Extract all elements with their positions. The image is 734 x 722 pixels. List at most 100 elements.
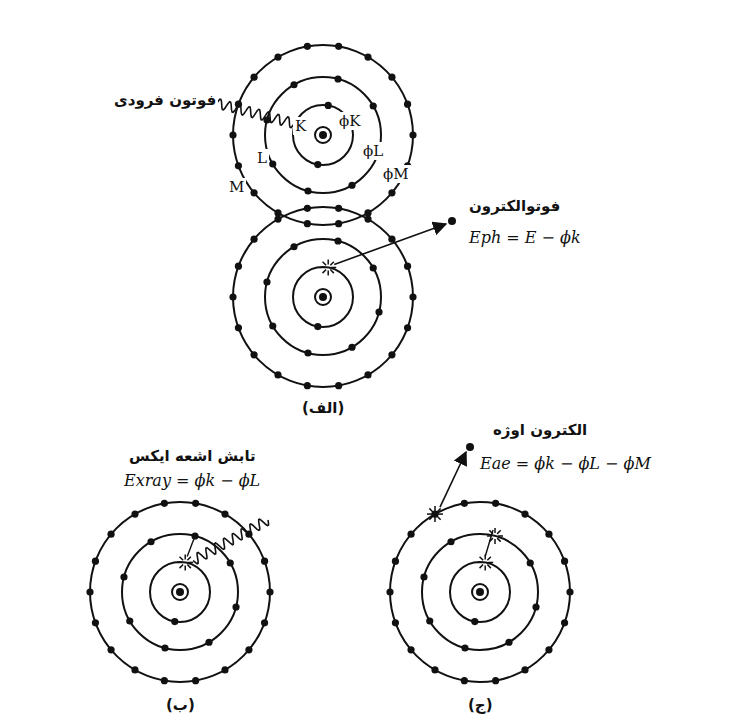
electron-shell (233, 207, 413, 387)
electron-dot (235, 162, 242, 169)
electron-dot (370, 264, 377, 271)
electron-dot (261, 619, 268, 626)
electron-dot (147, 538, 154, 545)
electron-dot (126, 617, 133, 624)
electron-dot (131, 510, 138, 517)
shell-letter: M (227, 178, 246, 196)
electron-dot (388, 189, 395, 196)
electron-dot (86, 588, 93, 595)
vacancy-burst (497, 538, 501, 542)
electron-shell (390, 502, 570, 682)
electron-dot (561, 619, 568, 626)
electron-dot (447, 538, 454, 545)
vacancy-burst (434, 517, 436, 522)
electron-dot (192, 500, 199, 507)
electron-dot (388, 351, 395, 358)
vacancy-burst (438, 513, 443, 515)
electron-dot (561, 558, 568, 565)
electron-dot (364, 371, 371, 378)
nucleus (172, 584, 188, 600)
panel-caption: (ب) (164, 696, 197, 714)
atom-group (86, 43, 573, 684)
electron-dot (386, 588, 393, 595)
vacancy-burst (434, 506, 436, 511)
vacancy-burst (497, 530, 501, 534)
electron-dot (290, 243, 297, 250)
electron-dot (250, 74, 257, 81)
electron-dot (431, 666, 438, 673)
vacancy-burst (184, 565, 186, 570)
transition-line (485, 530, 493, 556)
electron-dot (335, 220, 342, 227)
electron-dot (235, 263, 242, 270)
electron-dot (375, 308, 382, 315)
vacancy-burst (480, 565, 484, 569)
electron-dot (348, 182, 355, 189)
electron-dot (304, 382, 311, 389)
electron-dot (335, 205, 342, 212)
electron-dot (420, 573, 427, 580)
vacancy-burst (331, 267, 336, 269)
electron-dot (229, 293, 236, 300)
electron-dot (364, 215, 371, 222)
energy-equation: Eae = ϕk − ϕL − ϕM (478, 454, 653, 473)
electron-dot (426, 617, 433, 624)
electron-dot (290, 81, 297, 88)
electron-dot (232, 603, 239, 610)
electron-dot (266, 588, 273, 595)
vacancy-burst (188, 562, 193, 564)
vacancy-burst (330, 270, 334, 274)
vacancy-burst (487, 565, 491, 569)
panel-caption: (الف) (300, 399, 346, 417)
nucleus (315, 289, 331, 305)
electron-dot (334, 237, 341, 244)
vacancy-burst (177, 562, 182, 564)
photon-label: فوتون فرودی (112, 91, 218, 109)
electron-dot (107, 531, 114, 538)
shell-letter: L (255, 149, 269, 167)
electron-dot (250, 189, 257, 196)
electron-dot (545, 646, 552, 653)
electron-dot (521, 666, 528, 673)
electron-dot (370, 102, 377, 109)
nucleus-core (319, 293, 327, 301)
electron-dot (274, 215, 281, 222)
electron-dot (250, 351, 257, 358)
electron-dot (364, 53, 371, 60)
electron-shell (293, 267, 353, 327)
vacancy-burst (429, 516, 433, 520)
electron-dot (161, 500, 168, 507)
binding-energy: ϕK (337, 112, 362, 130)
electron-dot (461, 644, 468, 651)
electron-dot (335, 43, 342, 50)
vacancy-burst (180, 565, 184, 569)
electron-dot (334, 75, 341, 82)
transition-line (187, 536, 195, 556)
nucleus-core (476, 588, 484, 596)
electron-dot (245, 646, 252, 653)
electron-dot (407, 531, 414, 538)
nucleus (315, 127, 331, 143)
xray-label: تابش اشعه ایکس (127, 447, 258, 465)
electron-dot (404, 324, 411, 331)
vacancy-burst (320, 267, 325, 269)
vacancy-burst (484, 565, 486, 570)
electron-dot (532, 603, 539, 610)
electron-dot (92, 619, 99, 626)
electron-dot (314, 323, 321, 330)
vacancy-burst (488, 562, 493, 564)
auger-electron-dot (466, 443, 474, 451)
electron-dot (263, 278, 270, 285)
electron-dot (566, 588, 573, 595)
electron-dot (304, 349, 311, 356)
photoelectron-dot (448, 217, 456, 225)
electron-dot (304, 205, 311, 212)
nucleus-core (176, 588, 184, 596)
incoming-photon-wave (212, 99, 296, 127)
electron-dot (274, 53, 281, 60)
vacancy-burst (477, 562, 482, 564)
electron-dot (461, 677, 468, 684)
electron-dot (392, 558, 399, 565)
electron-dot (304, 187, 311, 194)
